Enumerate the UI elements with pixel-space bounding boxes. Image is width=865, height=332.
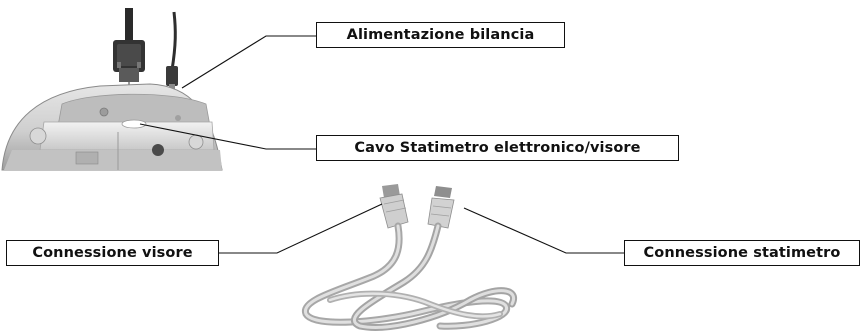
leader-line-statimeter <box>463 207 624 254</box>
scale-base-image <box>1 8 223 171</box>
label-power-supply: Alimentazione bilancia <box>316 22 565 48</box>
leader-line-viewer <box>219 203 383 254</box>
leader-line-cable <box>139 123 316 150</box>
label-statimeter-connection: Connessione statimetro <box>624 240 860 266</box>
label-cable: Cavo Statimetro elettronico/visore <box>316 135 679 161</box>
label-viewer-connection: Connessione visore <box>6 240 219 266</box>
leader-line-power <box>181 35 316 89</box>
cable-image <box>302 184 517 331</box>
leader-lines <box>139 35 624 254</box>
